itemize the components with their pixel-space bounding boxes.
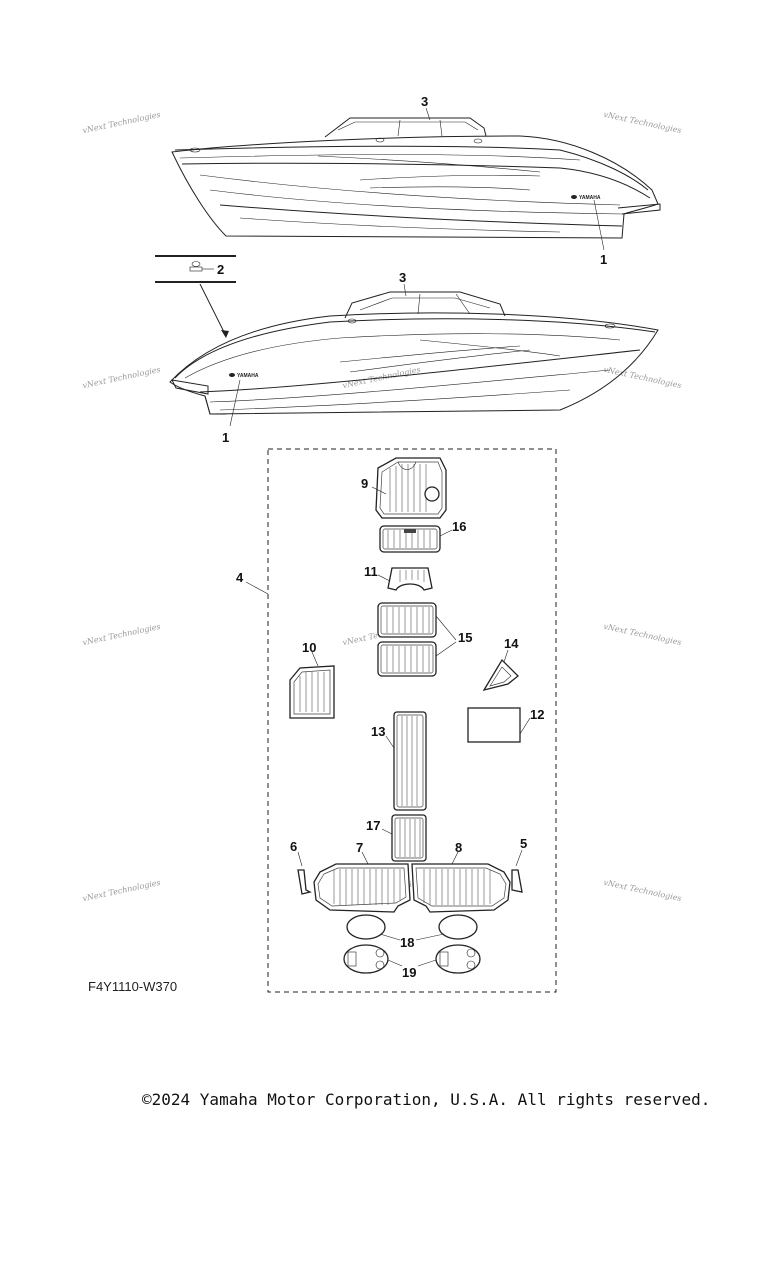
callout-3-top: 3 [421, 94, 431, 121]
callout-label: 8 [455, 840, 462, 855]
callout-1-top: 1 [593, 199, 607, 267]
callout-label: 4 [236, 570, 244, 585]
brand-decal-bottom: YAMAHA [237, 373, 259, 379]
mat-part-13: 13 [371, 711, 427, 811]
mat-kit-boundary [267, 448, 557, 993]
mat-part-17: 17 [366, 814, 427, 862]
callout-3-bottom: 3 [399, 270, 407, 297]
callout-label: 16 [452, 519, 466, 534]
mat-part-5: 5 [511, 836, 527, 893]
callout-label: 6 [290, 839, 297, 854]
callout-label: 7 [356, 840, 363, 855]
callout-label: 1 [222, 430, 229, 445]
part-code-label: F4Y1110-W370 [88, 979, 178, 994]
watermark-text: vNext Technologies [603, 365, 683, 390]
watermark-text: vNext Technologies [82, 365, 162, 390]
mat-part-15: 15 [377, 602, 472, 677]
callout-label: 18 [400, 935, 414, 950]
detail-inset-part-2: 2 [155, 255, 236, 338]
mat-part-14: 14 [482, 636, 519, 692]
watermark-text: vNext Technologies [82, 110, 162, 135]
callout-label: 5 [520, 836, 527, 851]
callout-label: 14 [504, 636, 519, 651]
callout-label: 19 [402, 965, 416, 980]
mat-part-18: 18 [346, 914, 478, 950]
callout-4: 4 [236, 570, 269, 595]
mat-part-19: 19 [343, 944, 481, 980]
callout-label: 11 [364, 564, 378, 579]
mat-part-8: 8 [411, 840, 511, 913]
callout-label: 9 [361, 476, 368, 491]
callout-label: 3 [421, 94, 428, 109]
callout-1-bottom: 1 [222, 379, 241, 445]
mat-part-6: 6 [290, 839, 312, 895]
watermark-text: vNext Technologies [603, 622, 683, 647]
callout-label: 3 [399, 270, 406, 285]
mat-part-16: 16 [379, 519, 466, 553]
boat-bottom-illustration: YAMAHA [169, 291, 659, 415]
brand-decal-top: YAMAHA [579, 195, 601, 201]
copyright-notice: ©2024 Yamaha Motor Corporation, U.S.A. A… [142, 1090, 711, 1109]
watermark-text: vNext Technologies [82, 622, 162, 647]
mat-part-9: 9 [361, 457, 447, 519]
mat-part-11: 11 [364, 564, 433, 591]
callout-label: 10 [302, 640, 316, 655]
watermark-text: vNext Technologies [603, 110, 683, 135]
watermark-text: vNext Technologies [82, 878, 162, 903]
callout-label: 2 [217, 262, 224, 277]
callout-label: 15 [458, 630, 472, 645]
mat-part-12: 12 [467, 707, 544, 743]
callout-label: 1 [600, 252, 607, 267]
watermark-text: vNext Technologies [603, 878, 683, 903]
callout-label: 17 [366, 818, 380, 833]
mat-part-10: 10 [289, 640, 335, 719]
callout-label: 13 [371, 724, 385, 739]
callout-label: 12 [530, 707, 544, 722]
mat-part-7: 7 [313, 840, 411, 913]
boat-top-illustration: YAMAHA [171, 117, 661, 239]
